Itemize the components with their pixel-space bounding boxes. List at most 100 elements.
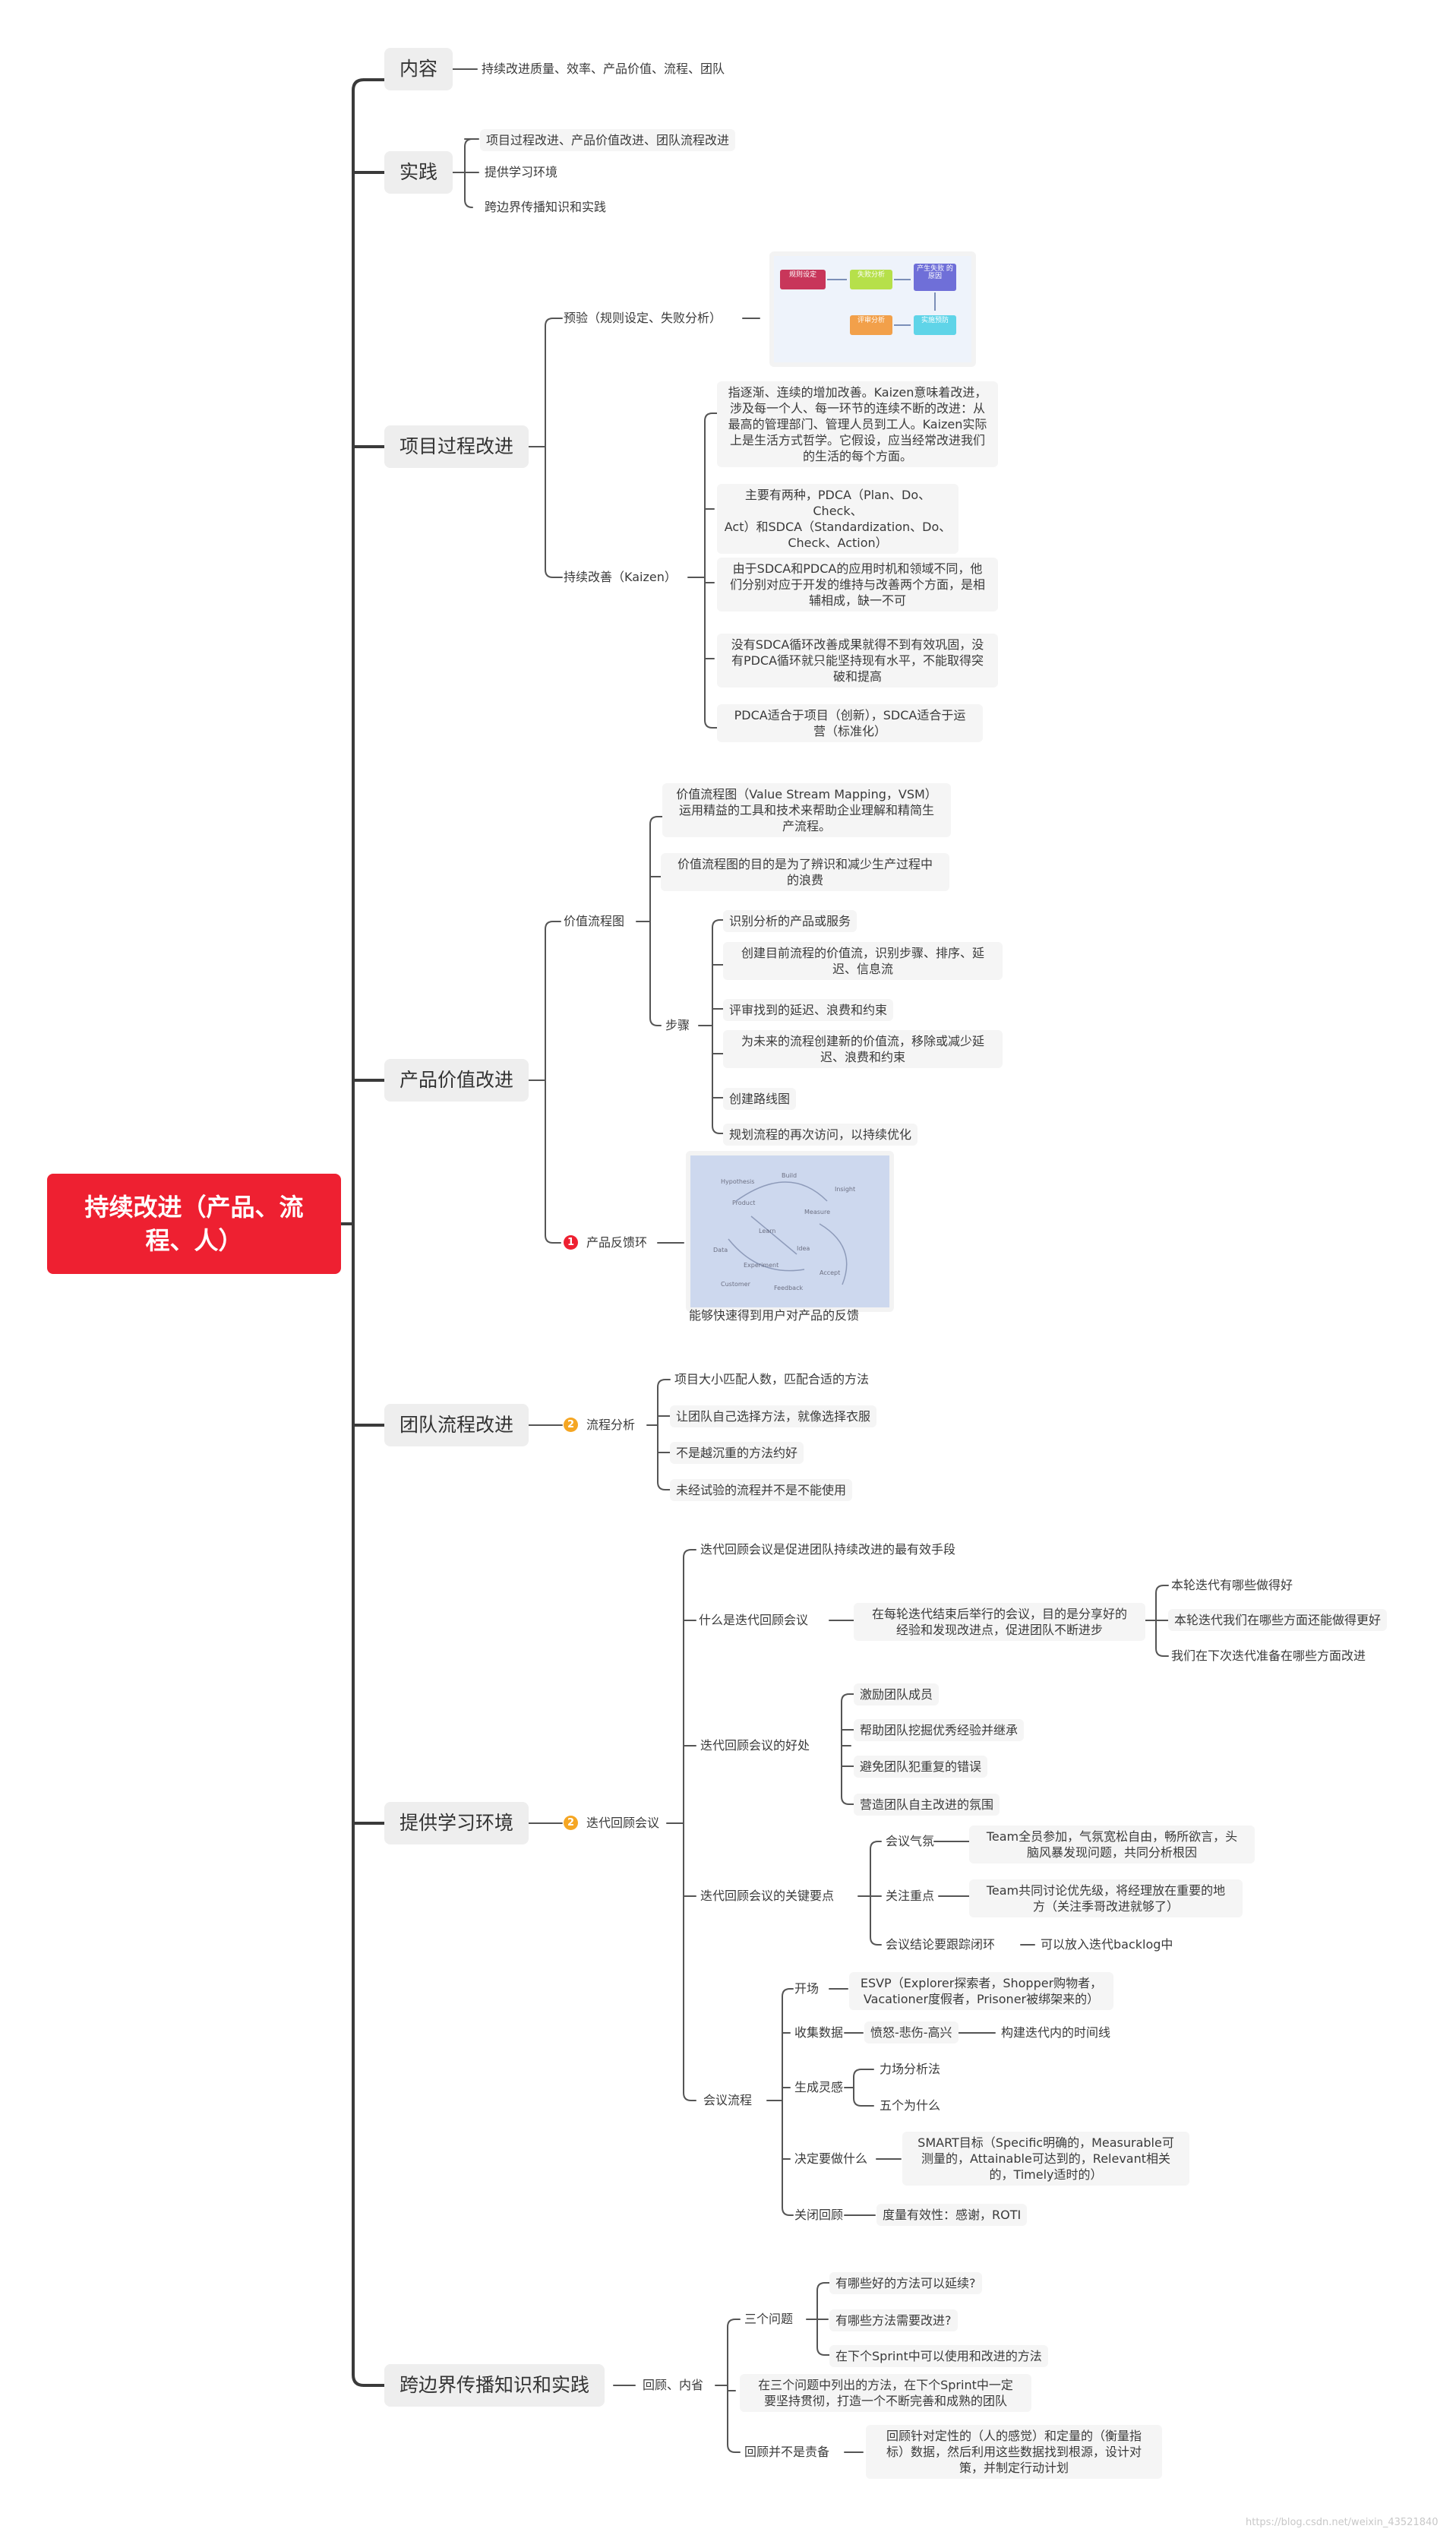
key-atmosphere[interactable]: 会议气氛 — [886, 1834, 935, 1848]
process-collect[interactable]: 收集数据 — [794, 2025, 844, 2040]
vsm-steps-node[interactable]: 步骤 — [665, 1018, 690, 1032]
image-word: Customer — [721, 1281, 750, 1288]
flow-arrows — [827, 279, 936, 326]
image-word: Feedback — [774, 1285, 804, 1291]
insight-item: 五个为什么 — [880, 2098, 941, 2113]
image-word: Hypothesis — [721, 1178, 755, 1185]
practice-item[interactable]: 项目过程改进、产品价值改进、团队流程改进 — [480, 129, 736, 151]
vsm-step[interactable]: 创建路线图 — [723, 1088, 797, 1110]
branch-learning[interactable]: 提供学习环境 — [384, 1802, 529, 1844]
prevention-node[interactable]: 预验（规则设定、失败分析） — [564, 311, 722, 325]
key-loop[interactable]: 会议结论要跟踪闭环 — [886, 1937, 996, 1952]
process-decide[interactable]: 决定要做什么 — [794, 2151, 868, 2166]
watermark: https://blog.csdn.net/weixin_43521840 — [1246, 2517, 1439, 2528]
team-flow-item[interactable]: 让团队自己选择方法，就像选择衣服 — [670, 1405, 877, 1427]
image-word: Experiment — [744, 1262, 779, 1269]
team-flow-node[interactable]: 流程分析 — [586, 1418, 636, 1432]
retro-benefit[interactable]: 帮助团队挖掘优秀经验并继承 — [854, 1719, 1025, 1741]
team-flow-item[interactable]: 不是越沉重的方法约好 — [670, 1442, 804, 1464]
feedback-node[interactable]: 产品反馈环 — [586, 1235, 648, 1250]
priority-2-icon: 2 — [564, 1816, 578, 1830]
retro-benefit[interactable]: 营造团队自主改进的氛围 — [854, 1794, 1000, 1816]
image-word: Product — [732, 1200, 756, 1206]
vsm-step[interactable]: 为未来的流程创建新的价值流，移除或减少延 迟、浪费和约束 — [723, 1030, 1003, 1068]
three-questions-node[interactable]: 三个问题 — [744, 2312, 794, 2326]
retro-node[interactable]: 迭代回顾会议 — [586, 1816, 660, 1830]
branch-project[interactable]: 项目过程改进 — [384, 425, 529, 468]
branch-practice[interactable]: 实践 — [384, 151, 453, 194]
vsm-item[interactable]: 价值流程图（Value Stream Mapping，VSM） 运用精益的工具和… — [662, 783, 951, 837]
branch-spread[interactable]: 跨边界传播知识和实践 — [384, 2364, 605, 2407]
retro-benefit[interactable]: 避免团队犯重复的错误 — [854, 1756, 988, 1778]
prevention-flow-image: 规则设定 失败分析 产生失败 的原因 评审分析 实施预防 — [769, 251, 976, 367]
image-word: Build — [782, 1172, 797, 1179]
key-focus[interactable]: 关注重点 — [886, 1889, 935, 1903]
kaizen-item[interactable]: 主要有两种，PDCA（Plan、Do、Check、 Act）和SDCA（Stan… — [717, 484, 959, 554]
retro-what-item: 本轮迭代有哪些做得好 — [1171, 1578, 1293, 1592]
priority-1-icon: 1 — [564, 1235, 578, 1250]
team-flow-item: 项目大小匹配人数，匹配合适的方法 — [674, 1372, 870, 1386]
insight-item: 力场分析法 — [880, 2062, 941, 2076]
feedback-caption: 能够快速得到用户对产品的反馈 — [689, 1308, 860, 1323]
retro-what-item[interactable]: 本轮迭代我们在哪些方面还能做得更好 — [1168, 1609, 1388, 1631]
process-collect-desc2: 构建迭代内的时间线 — [1001, 2025, 1111, 2040]
vsm-step[interactable]: 创建目前流程的价值流，识别步骤、排序、延 迟、信息流 — [723, 942, 1003, 980]
image-word: Measure — [804, 1209, 830, 1215]
vsm-step[interactable]: 规划流程的再次访问，以持续优化 — [723, 1124, 918, 1146]
retro-keys-node[interactable]: 迭代回顾会议的关键要点 — [700, 1889, 835, 1903]
question-item[interactable]: 在下个Sprint中可以使用和改进的方法 — [829, 2345, 1048, 2367]
review-insist[interactable]: 在三个问题中列出的方法，在下个Sprint中一定 要坚持贯彻，打造一个不断完善和… — [740, 2374, 1031, 2412]
process-close-desc[interactable]: 度量有效性：感谢，ROTI — [876, 2204, 1028, 2226]
retro-process-node[interactable]: 会议流程 — [703, 2093, 753, 2107]
flow-step: 失败分析 — [850, 270, 892, 289]
kaizen-item[interactable]: 指逐渐、连续的增加改善。Kaizen意味着改进， 涉及每一个人、每一环节的连续不… — [717, 381, 998, 467]
retro-what-desc[interactable]: 在每轮迭代结束后举行的会议，目的是分享好的 经验和发现改进点，促进团队不断进步 — [854, 1603, 1145, 1641]
practice-item: 提供学习环境 — [485, 165, 558, 179]
flow-step: 评审分析 — [850, 315, 892, 335]
flow-step: 实施预防 — [914, 315, 956, 335]
vsm-node[interactable]: 价值流程图 — [564, 914, 625, 928]
review-blame-node[interactable]: 回顾并不是责备 — [744, 2445, 830, 2459]
image-word: Idea — [797, 1245, 810, 1252]
image-word: Accept — [820, 1269, 841, 1276]
vsm-item[interactable]: 价值流程图的目的是为了辨识和减少生产过程中 的浪费 — [661, 853, 949, 891]
retro-what-node[interactable]: 什么是迭代回顾会议 — [699, 1613, 809, 1627]
image-word: Data — [713, 1247, 728, 1253]
process-decide-desc[interactable]: SMART目标（Specific明确的，Measurable可 测量的，Atta… — [902, 2132, 1189, 2186]
priority-2-icon: 2 — [564, 1418, 578, 1432]
process-collect-desc[interactable]: 愤怒-悲伤-高兴 — [864, 2021, 959, 2044]
key-atmosphere-desc[interactable]: Team全员参加，气氛宽松自由，畅所欲言，头 脑风暴发现问题，共同分析根因 — [969, 1826, 1255, 1863]
content-item: 持续改进质量、效率、产品价值、流程、团队 — [482, 62, 725, 76]
branch-team[interactable]: 团队流程改进 — [384, 1404, 529, 1446]
vsm-step[interactable]: 识别分析的产品或服务 — [723, 910, 857, 932]
retro-benefit[interactable]: 激励团队成员 — [854, 1683, 940, 1705]
process-close[interactable]: 关闭回顾 — [794, 2208, 844, 2222]
kaizen-node[interactable]: 持续改善（Kaizen） — [564, 570, 677, 584]
review-blame-desc[interactable]: 回顾针对定性的（人的感觉）和定量的（衡量指 标）数据，然后利用这些数据找到根源，… — [866, 2425, 1162, 2479]
process-open-desc[interactable]: ESVP（Explorer探索者，Shopper购物者， Vacationer度… — [849, 1972, 1113, 2010]
root-topic[interactable]: 持续改进（产品、流 程、人） — [47, 1174, 341, 1274]
flow-step: 产生失败 的原因 — [914, 264, 956, 291]
kaizen-item[interactable]: PDCA适合于项目（创新），SDCA适合于运 营（标准化） — [717, 704, 983, 742]
kaizen-item[interactable]: 没有SDCA循环改善成果就得不到有效巩固，没 有PDCA循环就只能坚持现有水平，… — [717, 634, 998, 688]
process-open[interactable]: 开场 — [794, 1981, 820, 1996]
branch-product[interactable]: 产品价值改进 — [384, 1059, 529, 1102]
question-item[interactable]: 有哪些好的方法可以延续? — [829, 2272, 982, 2294]
feedback-loop-image: Hypothesis Build Product Measure Learn D… — [686, 1151, 894, 1312]
retro-benefit-node[interactable]: 迭代回顾会议的好处 — [700, 1738, 810, 1753]
vsm-step[interactable]: 评审找到的延迟、浪费和约束 — [723, 999, 894, 1021]
process-insight[interactable]: 生成灵感 — [794, 2080, 844, 2094]
question-item[interactable]: 有哪些方法需要改进? — [829, 2309, 958, 2331]
key-focus-desc[interactable]: Team共同讨论优先级，将经理放在重要的地 方（关注季哥改进就够了） — [969, 1879, 1243, 1917]
key-loop-desc: 可以放入迭代backlog中 — [1041, 1937, 1173, 1952]
image-word: Insight — [835, 1186, 856, 1193]
kaizen-item[interactable]: 由于SDCA和PDCA的应用时机和领域不同，他 们分别对应于开发的维持与改善两个… — [717, 558, 998, 612]
retro-what-item: 我们在下次迭代准备在哪些方面改进 — [1171, 1648, 1366, 1663]
image-word: Learn — [759, 1228, 776, 1234]
retro-intro: 迭代回顾会议是促进团队持续改进的最有效手段 — [700, 1542, 956, 1557]
review-node[interactable]: 回顾、内省 — [643, 2378, 704, 2392]
team-flow-item[interactable]: 未经试验的流程并不是不能使用 — [670, 1479, 853, 1501]
flow-step: 规则设定 — [780, 270, 826, 289]
feedback-loop-curves — [728, 1181, 848, 1285]
branch-content[interactable]: 内容 — [384, 48, 453, 90]
